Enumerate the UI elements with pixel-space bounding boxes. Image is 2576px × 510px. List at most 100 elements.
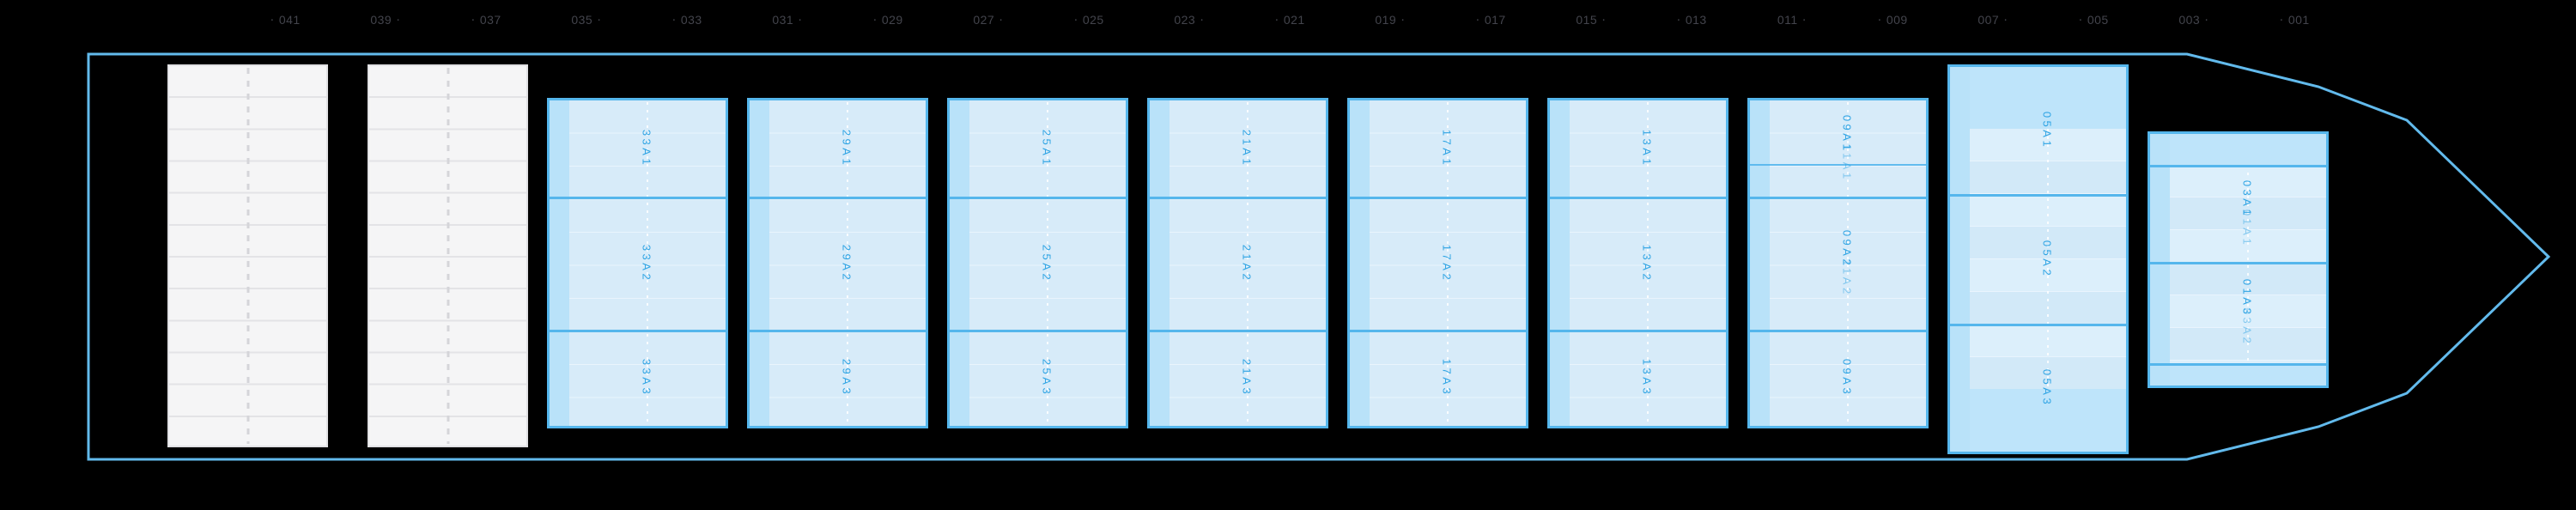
bay-section-divider [550,330,726,332]
bay-section-label: 13A1 [1640,129,1654,168]
bay-left-strip [2150,134,2170,386]
bay-section-label: 29A3 [840,358,854,398]
frame-number: 021 [1283,13,1305,27]
frame-number: 003 [2178,13,2201,27]
frame-label: · 017 [1475,13,1505,27]
bay-section-divider [750,197,926,199]
bay-section-divider [1350,330,1526,332]
bay-center-dotted-line [847,102,848,424]
bay-section-label: 03A2 [2240,307,2254,347]
bay-section-divider [550,197,726,199]
bay-center-dotted-line [1047,102,1048,424]
frame-number: 017 [1484,13,1506,27]
frame-tick-dot: · [2279,12,2284,27]
frame-number: 035 [571,13,593,27]
frame-label: 035· [571,13,601,27]
frame-tick-dot: · [1676,12,1681,27]
frame-tick-dot: · [1073,12,1078,27]
bay-21[interactable]: 21A1 21A2 21A3 [1147,98,1328,428]
bay-left-strip [550,100,569,426]
bay-section-label: 17A3 [1440,358,1454,398]
frame-tick-dot: · [1601,12,1607,27]
bay-section-label: 05A3 [2040,368,2054,407]
bay-center-dotted-line [2047,129,2049,389]
frame-label: 031· [772,13,802,27]
frame-label: 019· [1375,13,1405,27]
frame-number: 027 [973,13,995,27]
frame-tick-dot: · [999,12,1004,27]
frame-tick-dot: · [2204,12,2209,27]
bay-section-divider [1150,330,1326,332]
frame-label: ·005 [2078,13,2108,27]
bay-left-strip [950,100,969,426]
bay-section-label: 09A2 [1840,229,1854,268]
bay-section-label: 13A3 [1640,358,1654,398]
frame-tick-dot: · [1475,12,1480,27]
frame-number: 041 [278,13,301,27]
frame-number: 033 [680,13,702,27]
frame-tick-dot: · [1801,12,1807,27]
bay-section-divider [2150,165,2326,167]
frame-label: 007· [1978,13,2008,27]
frame-label: · 009 [1877,13,1907,27]
frame-label: ·025 [1073,13,1103,27]
bay-section-divider [1950,194,2126,197]
frame-tick-dot: · [671,12,677,27]
bay-section-label: 25A3 [1040,358,1054,398]
bay-center-dotted-line [1847,102,1849,424]
bay-section-label: 01A3 [2240,278,2254,318]
bay-section-divider [1750,330,1926,332]
bay-section-label: 33A3 [640,358,653,398]
bay-section-label: 03A1 [2240,179,2254,218]
frame-number: 009 [1886,13,1908,27]
bay-section-label: 09A1 [1840,114,1854,154]
frame-number: 001 [2287,13,2310,27]
bay-section-label: 33A1 [640,129,653,168]
bay-section-label: 21A2 [1240,244,1254,282]
bay-section-divider [2150,363,2326,366]
bay-overlap-divider [1750,164,1926,166]
bay-section-label: 21A3 [1240,358,1254,398]
bay-center-dotted-line [647,102,648,424]
bay-center-dotted-line [1447,102,1449,424]
frame-label: 023· [1174,13,1204,27]
frame-number: 037 [479,13,501,27]
frame-tick-dot: · [798,12,803,27]
frame-number: 015 [1576,13,1598,27]
bay-section-label: 21A1 [1240,129,1254,168]
hold-bay-empty[interactable] [167,64,328,447]
bay-center-dotted-line [1247,102,1249,424]
frame-label: 027 · [973,13,1003,27]
frame-tick-dot: · [396,12,401,27]
frame-tick-dot: · [1877,12,1882,27]
bay-section-divider [1550,197,1726,199]
hold-bay-empty[interactable] [368,64,528,447]
hold-center-dashed-line [447,68,449,444]
bay-section-label: 17A2 [1440,244,1454,282]
bay-left-strip [1750,100,1770,426]
frame-label: 039· [370,13,400,27]
frame-label: ·041 [270,13,300,27]
bay-section-label: 25A1 [1040,129,1054,168]
bay-17[interactable]: 17A1 17A2 17A3 [1347,98,1528,428]
bay-section-label: 29A2 [840,244,854,282]
frame-label: ·037 [471,13,501,27]
bay-25[interactable]: 25A1 25A2 25A3 [947,98,1128,428]
frame-number: 013 [1685,13,1707,27]
bay-section-label: 17A1 [1440,129,1454,168]
hull-outline-path [87,52,2551,461]
bay-section-divider [1750,197,1926,199]
bay-section-divider [950,330,1126,332]
frame-label: ·021 [1274,13,1304,27]
bay-section-label: 25A2 [1040,244,1054,282]
bay-left-strip [1150,100,1170,426]
bay-left-strip [1350,100,1370,426]
